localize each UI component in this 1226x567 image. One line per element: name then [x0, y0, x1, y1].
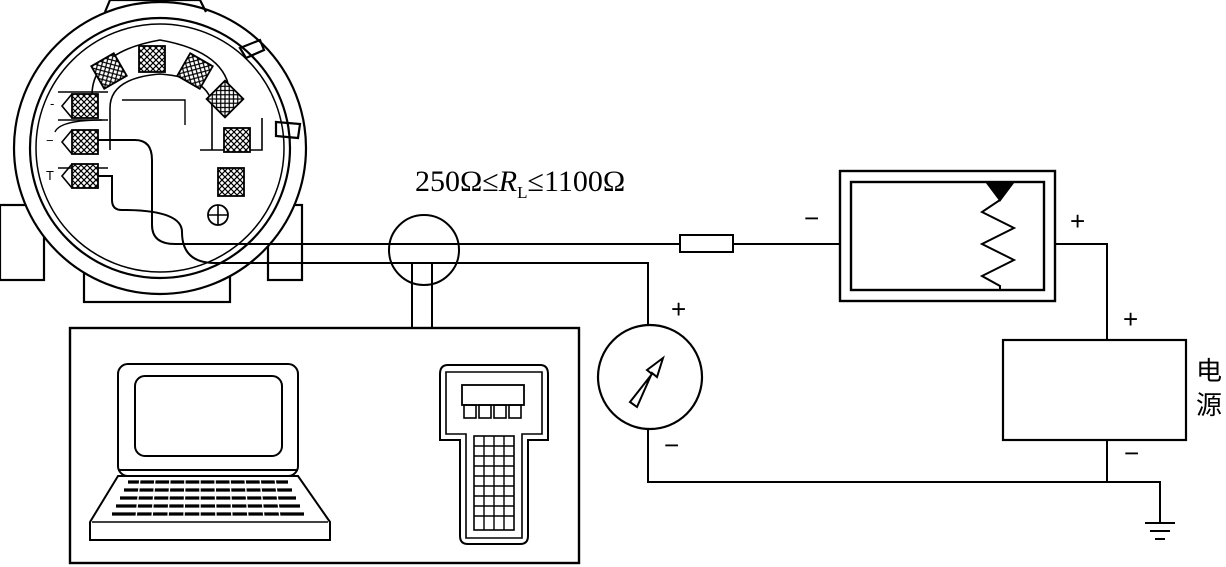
load-resistance-prefix: 250Ω≤: [415, 165, 499, 198]
communicator-box: [68, 326, 581, 565]
meter-plus-label: +: [671, 294, 687, 324]
meter-arrow-icon: [628, 355, 665, 409]
terminal: [71, 129, 99, 155]
power-supply-label-line2: 源: [1195, 391, 1222, 421]
load-resistance-subscript: L: [517, 183, 528, 202]
power-minus-label: −: [1124, 438, 1140, 468]
transmitter: [0, 0, 308, 304]
laptop-icon: [89, 363, 331, 541]
terminal: [205, 79, 245, 119]
terminal: [138, 45, 166, 73]
transmitter-cover-outer: [12, 0, 308, 296]
power-supply-label: 电 源: [1194, 355, 1224, 423]
recorder-plus-label: +: [1070, 206, 1086, 236]
terminal-label: T: [46, 168, 54, 183]
terminal-label: −: [46, 133, 54, 148]
terminal: [71, 163, 99, 189]
terminal: [176, 52, 214, 90]
load-resistance-suffix: ≤1100Ω: [527, 165, 626, 198]
current-meter: [596, 323, 704, 431]
recorder: [838, 169, 1057, 303]
power-supply: [1001, 338, 1188, 442]
recorder-resistor-zigzag: [979, 190, 1017, 290]
terminal: [90, 52, 128, 90]
terminal: [217, 167, 245, 197]
power-plus-label: +: [1123, 304, 1139, 334]
ground-icon: [1145, 522, 1175, 540]
terminal-label: -: [50, 96, 55, 111]
load-resistance-label: 250Ω≤RL≤1100Ω: [415, 167, 625, 208]
terminal: [223, 127, 251, 153]
hart-junction: [388, 214, 460, 286]
recorder-pointer-icon: [985, 182, 1015, 202]
signal-wires: [98, 139, 1161, 523]
terminal: [71, 93, 99, 119]
power-supply-label-line1: 电: [1195, 357, 1222, 387]
transmitter-cover-inner: [28, 16, 292, 280]
recorder-minus-label: −: [804, 203, 820, 233]
meter-minus-label: −: [664, 430, 680, 460]
handheld-communicator-icon: [439, 364, 549, 545]
load-resistor: [679, 234, 734, 253]
load-resistance-symbol: R: [498, 165, 518, 198]
